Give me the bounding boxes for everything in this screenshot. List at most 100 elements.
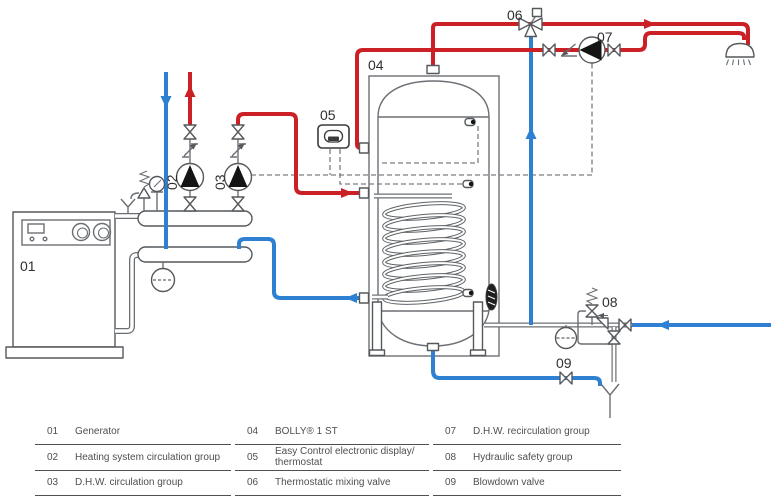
tag-generator: 01 [20, 258, 36, 274]
shutoff-valve-icon [183, 196, 197, 212]
tank-top-port [426, 64, 440, 75]
coil-heat-exchanger [372, 193, 466, 305]
recirculation-pipe [355, 31, 746, 150]
sensor-loop [379, 126, 479, 164]
generator-led [29, 236, 35, 242]
tag-controller: 05 [320, 107, 336, 123]
legend-number: 06 [247, 477, 259, 489]
legend-number: 01 [47, 425, 59, 437]
flow-arrow-left [345, 293, 357, 303]
generator-led [42, 236, 48, 242]
flow-arrow-right [644, 19, 656, 29]
legend-description: D.H.W. circulation group [75, 477, 183, 489]
flow-arrow-left [657, 320, 669, 330]
generator-knob [71, 222, 91, 242]
tag-mixing-valve: 06 [507, 7, 523, 23]
legend-description: Thermostatic mixing valve [275, 477, 391, 489]
generator-unit [5, 211, 140, 359]
legend-row: 06 Thermostatic mixing valve [235, 471, 429, 497]
shower-head-icon [725, 42, 755, 58]
tank-dish [377, 310, 490, 347]
tank-foot-right [469, 349, 487, 357]
check-valve-icon [596, 317, 609, 330]
legend-number: 07 [445, 425, 457, 437]
legend-description: D.H.W. recirculation group [473, 425, 590, 437]
legend-row: 07 D.H.W. recirculation group [433, 419, 621, 445]
flow-arrow-right [341, 188, 353, 198]
legend-table: 01 Generator 02 Heating system circulati… [35, 419, 621, 497]
drain-funnel-icon [120, 198, 136, 214]
shutoff-valve-icon [231, 124, 245, 140]
tank-dome [377, 80, 490, 118]
drain-valve-icon [607, 330, 621, 345]
safety-valve-icon [585, 304, 599, 318]
manifold-safety-group [120, 170, 166, 214]
generator-knob [92, 222, 112, 242]
legend-column-1: 01 Generator 02 Heating system circulati… [35, 419, 231, 497]
tank-recirc-port [358, 142, 370, 154]
spring-icon [585, 287, 599, 305]
schematic-diagram: 01 02 03 04 05 06 07 08 09 [5, 7, 771, 418]
cold-pipes [160, 30, 771, 386]
safety-discharge-line [577, 310, 612, 345]
dhw-circulation-group [223, 124, 253, 212]
legend-row: 09 Blowdown valve [433, 471, 621, 497]
tag-dhw-pump: 03 [212, 174, 228, 190]
blowdown-pipe [431, 349, 602, 386]
legend-description: Blowdown valve [473, 477, 545, 489]
tank-drain-port [426, 342, 440, 352]
legend-description: Easy Control electronic display/ thermos… [275, 446, 415, 469]
legend-row: 04 BOLLY® 1 ST [235, 419, 429, 445]
tank-coil-inlet-port [358, 187, 370, 199]
tank-foot-left [368, 349, 386, 357]
legend-number: 05 [247, 451, 259, 463]
shutoff-valve-icon [618, 318, 632, 332]
tank-leg-right [472, 301, 484, 352]
coil-return-pipe [237, 237, 368, 300]
tank-coil-outlet-port [358, 292, 370, 304]
shower-outlet [725, 42, 755, 66]
tag-safety-group: 08 [602, 294, 618, 310]
generator-display [27, 223, 45, 234]
tag-blowdown-valve: 09 [556, 355, 572, 371]
flow-arrow-up [184, 85, 196, 97]
tag-recirc-group: 07 [597, 29, 613, 45]
easy-control-display [317, 124, 350, 149]
thermostatic-mixing-valve [518, 7, 543, 38]
tag-heating-pump: 02 [164, 174, 180, 190]
legend-number: 08 [445, 451, 457, 463]
legend-description: Generator [75, 425, 121, 437]
tank-shell [377, 116, 490, 312]
flange-hatch [487, 289, 496, 306]
legend-number: 03 [47, 477, 59, 489]
legend-row: 08 Hydraulic safety group [433, 445, 621, 471]
generator-knob-inner [97, 227, 110, 239]
legend-column-3: 07 D.H.W. recirculation group 08 Hydraul… [433, 419, 621, 497]
legend-row: 05 Easy Control electronic display/ ther… [235, 445, 429, 471]
tank-ports [358, 64, 498, 352]
legend-description: Heating system circulation group [75, 451, 221, 463]
safety-valve-icon [137, 187, 151, 199]
legend-row: 02 Heating system circulation group [35, 445, 231, 471]
flow-arrow-down [160, 96, 172, 108]
shutoff-valve-icon [231, 196, 245, 212]
expansion-vessel [150, 262, 176, 293]
tank-leg-left [371, 301, 383, 352]
heating-circulation-group [175, 124, 205, 212]
flow-arrow-up [525, 127, 537, 139]
temperature-sensor [462, 179, 474, 189]
generator-base [5, 346, 124, 359]
return-manifold [137, 246, 253, 263]
hydraulic-safety-group [554, 287, 632, 418]
controller-lead-right [339, 149, 462, 185]
expansion-vessel-icon [554, 326, 578, 350]
valve-actuator-icon [531, 7, 543, 18]
shutoff-valve-icon [559, 371, 573, 385]
legend-number: 02 [47, 451, 59, 463]
dhw-recirculation-group [542, 36, 621, 64]
legend-column-2: 04 BOLLY® 1 ST 05 Easy Control electroni… [235, 419, 429, 497]
dhw-hot-pipe [431, 22, 750, 70]
supply-manifold [137, 210, 253, 227]
tag-tank: 04 [368, 57, 384, 73]
